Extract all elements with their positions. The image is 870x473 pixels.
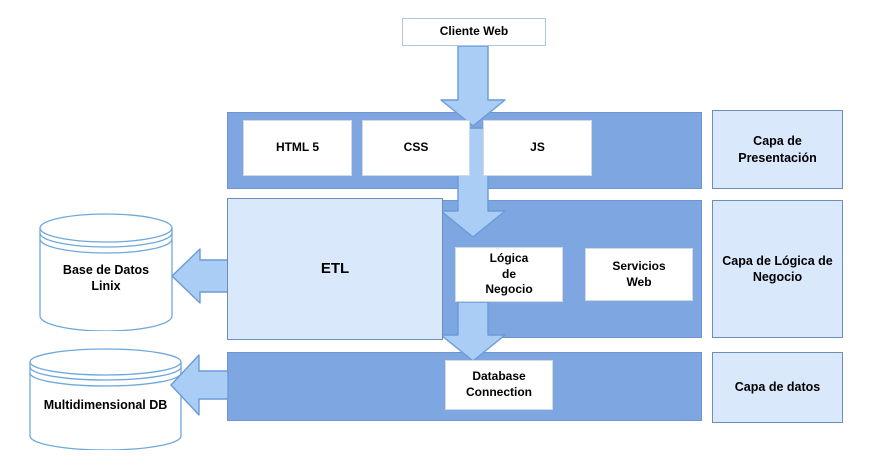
- arrow-left-etl-to-linix-db-icon: [171, 248, 229, 304]
- label-capa-logica: Capa de Lógica de Negocio: [712, 200, 843, 338]
- arrow-left-data-to-multidimensional-db-icon: [170, 354, 229, 416]
- node-database-connection: Database Connection: [445, 360, 553, 410]
- node-etl: ETL: [227, 198, 443, 340]
- arrow-down-logic-to-data-icon: [440, 301, 506, 362]
- node-html5: HTML 5: [243, 120, 352, 176]
- label-capa-datos: Capa de datos: [712, 352, 843, 423]
- label-capa-presentacion: Capa de Presentación: [712, 110, 843, 189]
- node-logica-negocio: Lógica de Negocio: [455, 247, 563, 302]
- node-servicios-web: Servicios Web: [585, 248, 693, 301]
- node-cliente-web: Cliente Web: [402, 18, 546, 46]
- node-css: CSS: [362, 120, 470, 176]
- node-multidimensional-db: Multidimensional DB: [43, 398, 168, 413]
- arrow-down-client-to-presentation-icon: [440, 45, 506, 127]
- node-js: JS: [483, 120, 592, 176]
- database-cylinder-linix-icon: [39, 213, 173, 331]
- node-base-datos-linix: Base de Datos Linix: [62, 262, 150, 293]
- database-cylinder-multidimensional-icon: [29, 348, 182, 450]
